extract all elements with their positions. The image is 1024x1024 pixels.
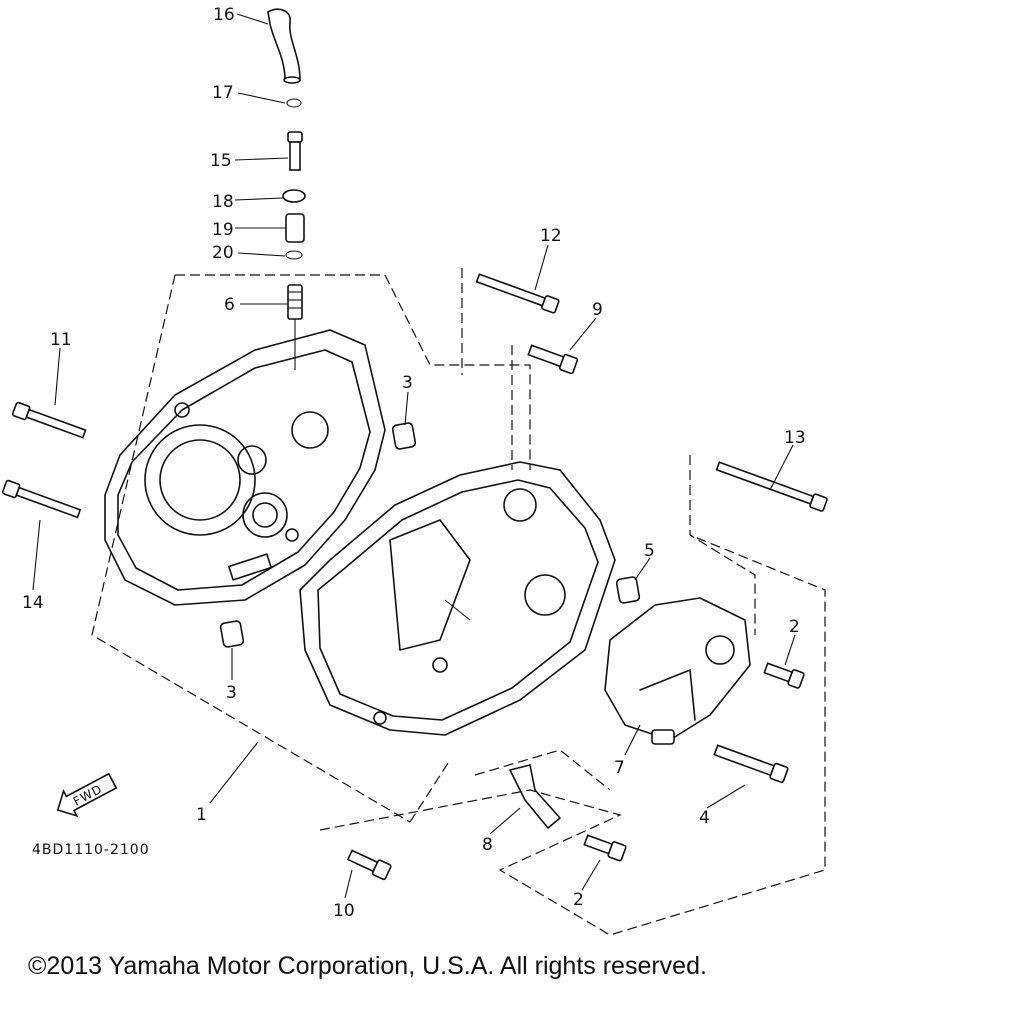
breather-hose-assembly	[267, 8, 306, 370]
callout-12: 12	[540, 226, 562, 246]
right-crankcase-half	[299, 461, 616, 736]
callout-11: 11	[50, 330, 72, 350]
callout-4: 4	[699, 808, 710, 828]
callout-1: 1	[196, 805, 207, 825]
callout-3-upper: 3	[402, 373, 413, 393]
callout-6: 6	[224, 295, 235, 315]
bracket-plate	[509, 764, 561, 829]
callout-10: 10	[333, 901, 355, 921]
fwd-arrow-icon: FWD	[56, 772, 118, 818]
callout-5: 5	[644, 541, 655, 561]
pump-cover	[604, 597, 751, 745]
callout-15: 15	[210, 151, 232, 171]
callout-16: 16	[213, 5, 235, 25]
bolts-and-dowels	[1, 273, 828, 881]
callout-numbers: 16 17 15 18 19 20 6 11 3 12 9 13 5 2 14 …	[22, 5, 806, 921]
callout-18: 18	[212, 192, 234, 212]
left-crankcase-half	[104, 329, 386, 606]
callout-9: 9	[592, 300, 603, 320]
assembly-dashed-outlines	[91, 268, 826, 936]
callout-17: 17	[212, 83, 234, 103]
callout-14: 14	[22, 593, 44, 613]
callout-8: 8	[482, 835, 493, 855]
callout-2-upper: 2	[789, 617, 800, 637]
part-code: 4BD1110-2100	[32, 842, 150, 858]
callout-3-lower: 3	[226, 683, 237, 703]
callout-20: 20	[212, 243, 234, 263]
callout-13: 13	[784, 428, 806, 448]
callout-2-lower: 2	[573, 890, 584, 910]
callout-19: 19	[212, 220, 234, 240]
copyright-notice: ©2013 Yamaha Motor Corporation, U.S.A. A…	[28, 952, 707, 980]
callout-7: 7	[614, 758, 625, 778]
leader-lines	[32, 13, 796, 899]
